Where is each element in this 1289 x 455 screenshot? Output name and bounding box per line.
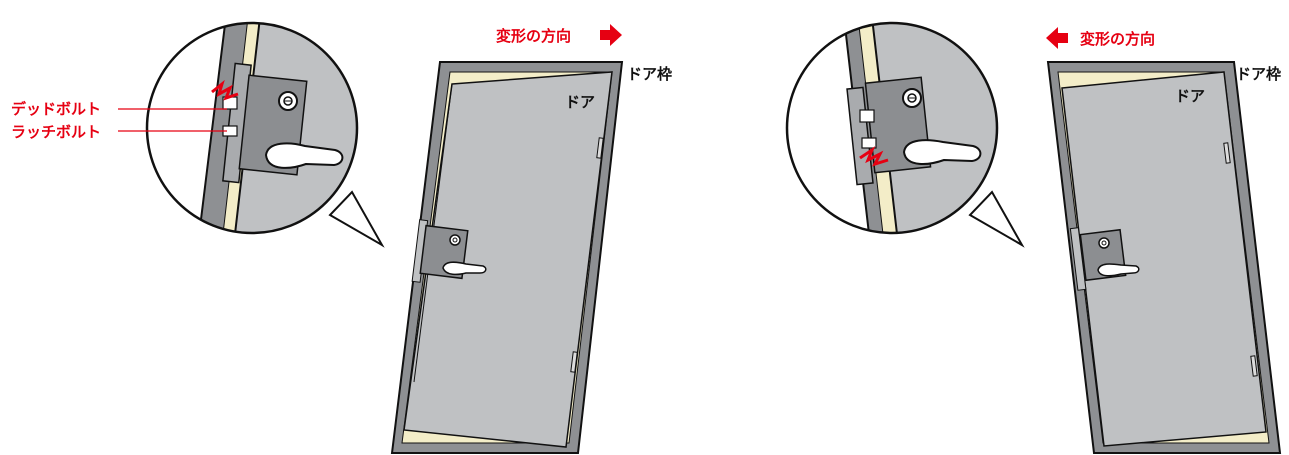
right-door-label: ドア [1175,87,1205,105]
left-direction-arrow-icon [600,24,622,46]
left-callout-tail [328,190,385,248]
left-panel [118,21,624,454]
right-lock-assembly [1069,227,1140,291]
left-magnified-view [145,21,359,235]
right-collision-mark [859,146,889,167]
right-lever-handle [902,139,982,165]
right-direction-arrow-icon [1046,27,1068,49]
right-direction-label: 変形の方向 [1080,30,1155,48]
left-collision-mark [211,79,239,101]
right-magnified-view [785,21,999,235]
left-lever-handle-small [442,261,487,276]
left-lever-handle [264,142,344,169]
deadbolt-label: デッドボルト [11,100,101,118]
right-deadbolt [859,109,875,123]
left-hinge-top [596,137,604,159]
left-direction-label: 変形の方向 [496,27,571,45]
left-hinge-bottom [570,351,578,373]
right-latch-bolt [861,137,877,149]
right-panel [785,21,1282,454]
latch-bolt-label: ラッチボルト [11,123,101,141]
left-door-label: ドア [565,93,595,111]
right-key-cylinder-small [1098,237,1110,249]
right-lever-handle-small [1097,263,1140,277]
right-hinge-top [1223,142,1231,164]
right-frame-label: ドア枠 [1236,65,1281,83]
left-lock-assembly [411,219,487,283]
right-door-leaf [1061,71,1267,447]
right-hinge-bottom [1250,355,1258,377]
left-key-cylinder-small [449,234,461,246]
right-callout-tail [968,190,1025,248]
left-frame-label: ドア枠 [627,65,672,83]
